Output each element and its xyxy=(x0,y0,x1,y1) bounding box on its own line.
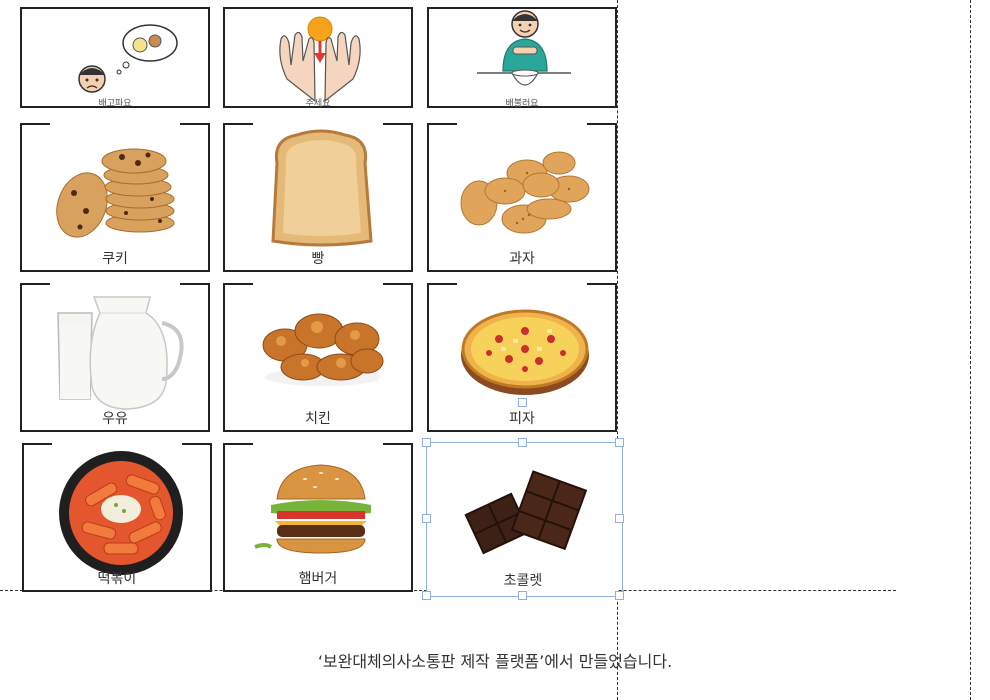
chicken-icon xyxy=(262,313,384,386)
page-margin-vertical xyxy=(970,0,971,700)
card-hamburger[interactable]: 햄버거 xyxy=(223,443,413,592)
pizza-icon xyxy=(461,309,589,395)
give-me-icon xyxy=(279,16,361,103)
card-milk[interactable]: 우유 xyxy=(20,283,210,432)
bread-icon xyxy=(271,129,373,247)
card-chocolate[interactable]: 초콜렛 xyxy=(428,443,618,592)
cookie-icon xyxy=(56,148,175,238)
resize-handle-w[interactable] xyxy=(422,514,431,523)
resize-handle-n[interactable] xyxy=(518,438,527,447)
card-hungry[interactable]: 배고파요 xyxy=(20,7,210,109)
resize-handle-s[interactable] xyxy=(518,591,527,600)
chocolate-icon xyxy=(464,470,588,555)
milk-icon xyxy=(57,296,184,410)
card-label: 배고파요 xyxy=(98,99,132,109)
card-pizza[interactable]: 피자 xyxy=(427,283,617,432)
hungry-icon xyxy=(78,24,178,93)
resize-handle-e[interactable] xyxy=(615,514,624,523)
tteokbokki-icon xyxy=(59,451,183,575)
card-label: 우유 xyxy=(102,411,128,427)
resize-handle-nw[interactable] xyxy=(422,438,431,447)
footer-credit: ‘보완대체의사소통판 제작 플랫폼’에서 만들었습니다. xyxy=(317,652,673,671)
card-label: 빵 xyxy=(311,251,325,267)
card-bread[interactable]: 빵 xyxy=(223,123,413,272)
card-give-me[interactable]: 주세요 xyxy=(223,7,413,109)
card-cookie[interactable]: 쿠키 xyxy=(20,123,210,272)
card-label: 과자 xyxy=(509,251,535,267)
card-label: 쿠키 xyxy=(102,251,128,267)
crackers-icon xyxy=(460,151,590,234)
card-chicken[interactable]: 치킨 xyxy=(223,283,413,432)
card-label: 피자 xyxy=(509,411,535,427)
card-label: 초콜렛 xyxy=(503,573,543,589)
card-label: 치킨 xyxy=(305,411,331,427)
card-crackers[interactable]: 과자 xyxy=(427,123,617,272)
full-icon xyxy=(477,10,571,86)
card-label: 배불러요 xyxy=(505,99,539,109)
card-tteokbokki[interactable]: 떡볶이 xyxy=(22,443,212,592)
page-break-vertical xyxy=(617,0,618,700)
move-handle[interactable] xyxy=(518,398,527,407)
resize-handle-se[interactable] xyxy=(615,591,624,600)
card-full[interactable]: 배불러요 xyxy=(427,7,617,109)
resize-handle-ne[interactable] xyxy=(615,438,624,447)
hamburger-icon xyxy=(254,464,371,554)
card-label: 주세요 xyxy=(305,99,331,109)
resize-handle-sw[interactable] xyxy=(422,591,431,600)
card-label: 햄버거 xyxy=(298,571,338,587)
card-label: 떡볶이 xyxy=(97,571,137,587)
